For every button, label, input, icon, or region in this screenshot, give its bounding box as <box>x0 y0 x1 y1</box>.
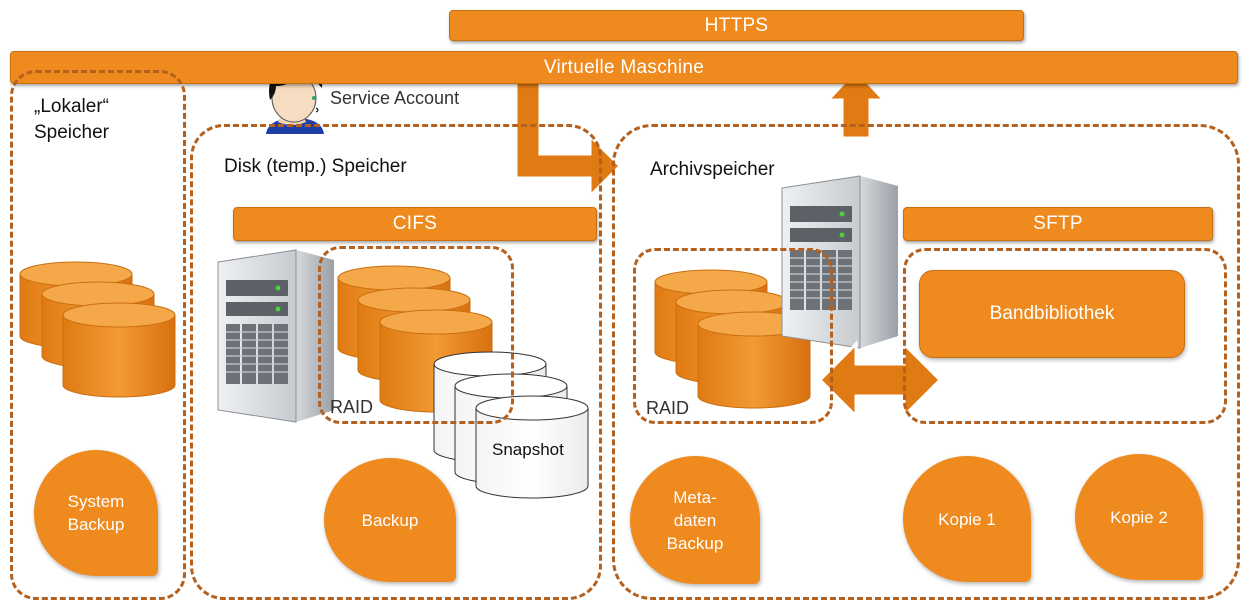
raid-label-archive: RAID <box>646 398 690 418</box>
cifs-bar: CIFS <box>233 207 597 241</box>
disk-stack-icon <box>654 269 811 409</box>
up-arrow-icon <box>824 67 888 140</box>
snapshot-disk-stack-icon <box>433 351 589 499</box>
local-storage-label: „Lokaler“ Speicher <box>34 96 109 143</box>
bidirectional-arrow-icon <box>817 340 943 420</box>
https-bar: HTTPS <box>449 10 1024 41</box>
metadata-backup-bubble: Meta- daten Backup <box>630 456 760 584</box>
disk-stack-icon <box>19 261 176 398</box>
service-account-label: Service Account <box>330 88 460 108</box>
disk-temp-label: Disk (temp.) Speicher <box>224 156 407 177</box>
copy1-bubble: Kopie 1 <box>903 456 1031 582</box>
system-backup-bubble: System Backup <box>34 450 158 576</box>
copy2-bubble: Kopie 2 <box>1075 454 1203 580</box>
local-storage-container <box>10 70 186 600</box>
bent-arrow-icon <box>514 70 623 200</box>
archive-container <box>612 124 1240 600</box>
tape-library-box: Bandbibliothek <box>919 270 1185 358</box>
raid-container-disk <box>318 246 514 424</box>
archive-label: Archivspeicher <box>650 159 775 180</box>
backup-bubble: Backup <box>324 458 456 582</box>
sftp-bar: SFTP <box>903 207 1213 241</box>
disk-temp-container <box>190 124 602 600</box>
raid-label-disk: RAID <box>330 397 374 417</box>
raid-container-archive <box>633 248 833 424</box>
snapshot-label: Snapshot <box>492 440 564 459</box>
virtual-machine-bar: Virtuelle Maschine <box>10 51 1238 84</box>
server-icon <box>217 249 334 423</box>
tape-container <box>903 248 1227 424</box>
